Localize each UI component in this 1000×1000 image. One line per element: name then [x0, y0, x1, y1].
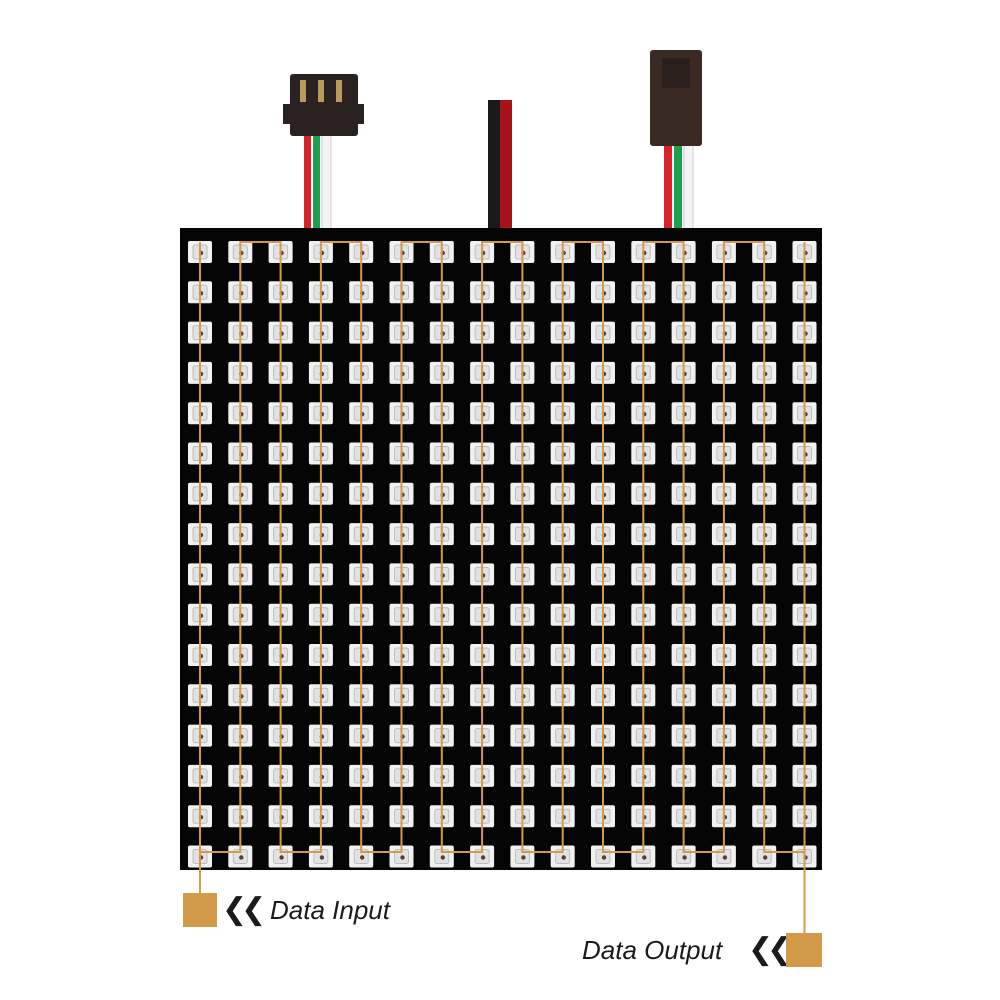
input-connector-pin — [336, 80, 342, 102]
input-connector-latch — [354, 104, 364, 124]
output-wire-green — [674, 140, 682, 230]
input-connector-latch — [283, 104, 293, 124]
data-output-label: Data Output — [582, 935, 723, 965]
input-wire-green — [313, 130, 320, 230]
led — [268, 241, 293, 263]
data-input-marker — [183, 893, 217, 927]
data-input-chevrons: ❮❮ — [222, 892, 266, 927]
power-wire-assembly — [488, 100, 512, 230]
input-wire-assembly — [283, 74, 364, 231]
data-output-chevrons: ❮❮ — [748, 932, 792, 967]
serpentine-trace — [199, 241, 806, 933]
output-wire-assembly — [650, 50, 702, 231]
data-input-label: Data Input — [270, 895, 390, 925]
output-wire-white — [683, 139, 694, 231]
output-connector-slot — [662, 58, 690, 88]
input-connector-pin — [318, 80, 324, 102]
input-wire-red — [304, 130, 311, 230]
power-wire-red — [500, 100, 512, 230]
data-output-marker — [786, 933, 822, 967]
power-wire-black — [488, 100, 500, 230]
data-path-traces — [199, 241, 806, 933]
input-wire-white — [321, 129, 332, 231]
input-connector-pin — [300, 80, 306, 102]
output-wire-red — [664, 140, 672, 230]
